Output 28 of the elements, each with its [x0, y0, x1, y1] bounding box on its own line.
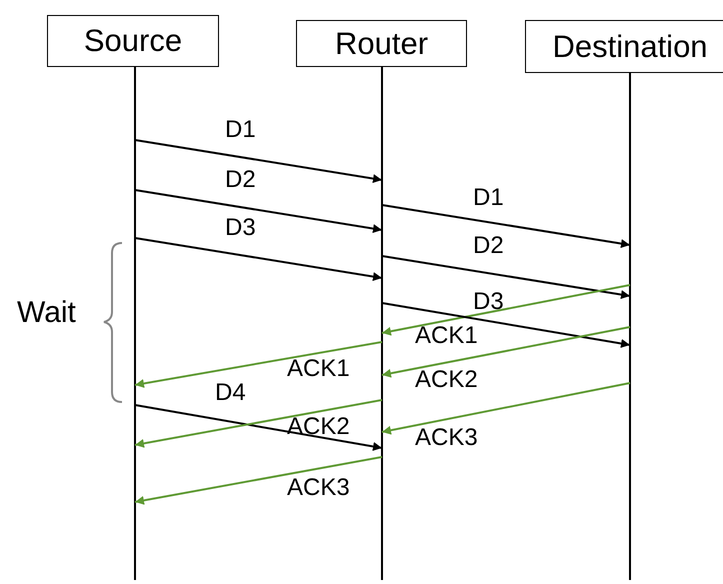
arrow	[382, 255, 630, 299]
edge-label: ACK3	[415, 426, 478, 450]
participant-box: Destination	[525, 20, 723, 73]
participant-box: Source	[47, 15, 219, 67]
edge-label: D2	[473, 234, 504, 258]
edge-label: ACK2	[287, 415, 350, 439]
arrow	[382, 302, 630, 348]
arrow	[382, 284, 630, 336]
edge-label: ACK2	[415, 368, 478, 392]
arrow	[382, 326, 630, 378]
arrow	[134, 237, 382, 281]
edge-label: ACK1	[287, 357, 350, 381]
edge-label: D4	[215, 381, 246, 405]
edge-label: D2	[225, 168, 256, 192]
arrow	[382, 382, 630, 435]
edge-label: D1	[225, 118, 256, 142]
note-label: Wait	[17, 298, 76, 328]
edge-label: D1	[473, 186, 504, 210]
edge-label: ACK1	[415, 324, 478, 348]
arrow	[382, 204, 630, 248]
arrow	[134, 189, 382, 233]
participant-box: Router	[296, 20, 467, 67]
arrow	[134, 456, 382, 505]
edge-label: D3	[473, 290, 504, 314]
arrow	[134, 139, 382, 183]
arrow	[134, 341, 382, 388]
edge-label: D3	[225, 216, 256, 240]
edge-label: ACK3	[287, 476, 350, 500]
